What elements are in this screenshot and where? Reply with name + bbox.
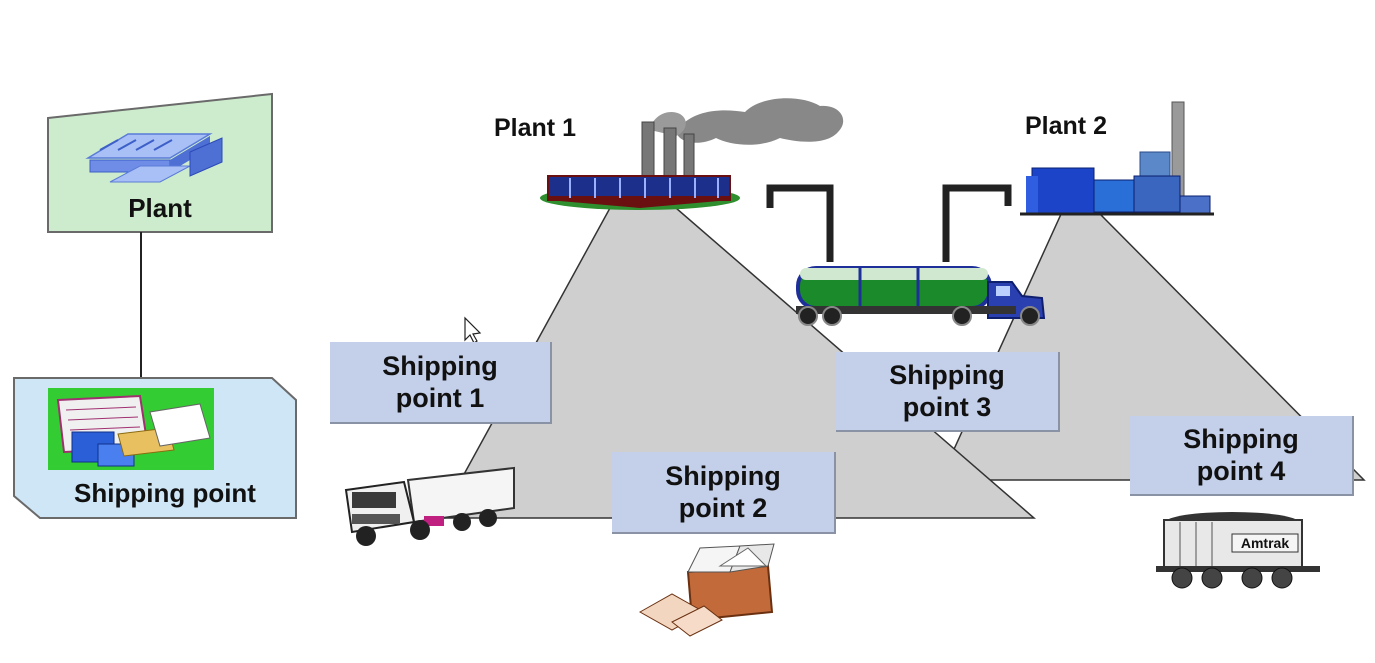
pipe-left: [766, 184, 834, 262]
plant-2-facility-icon: [1020, 101, 1214, 216]
plant-1-factory-icon: [540, 98, 844, 210]
rail-car-label: Amtrak: [1241, 535, 1289, 551]
parcels-icon: [638, 543, 775, 637]
shipping-point-4-line1: Shipping: [1183, 423, 1299, 454]
shipping-point-2-line1: Shipping: [665, 460, 781, 491]
plant-1-label: Plant 1: [494, 114, 576, 142]
semi-truck-icon: [344, 466, 515, 546]
pipe-right: [942, 184, 1012, 262]
shipping-point-legend-label: Shipping point: [74, 478, 256, 508]
shipping-point-1-line2: point 1: [395, 383, 485, 413]
shipping-point-3-line2: point 3: [902, 392, 992, 422]
shipping-point-1-line1: Shipping: [382, 350, 498, 381]
mouse-cursor-icon: [464, 316, 482, 344]
tanker-truck-icon: [796, 266, 1046, 326]
shipping-point-3-line1: Shipping: [889, 359, 1005, 390]
plant-legend-label: Plant: [128, 193, 192, 223]
shipping-point-2-line2: point 2: [678, 493, 768, 523]
plant-building-icon: [85, 133, 223, 183]
plant-2-label: Plant 2: [1025, 112, 1107, 140]
shipping-point-4-line2: point 4: [1196, 456, 1286, 486]
shipping-point-icon: [48, 388, 214, 470]
rail-car-icon: Amtrak: [1156, 512, 1320, 589]
